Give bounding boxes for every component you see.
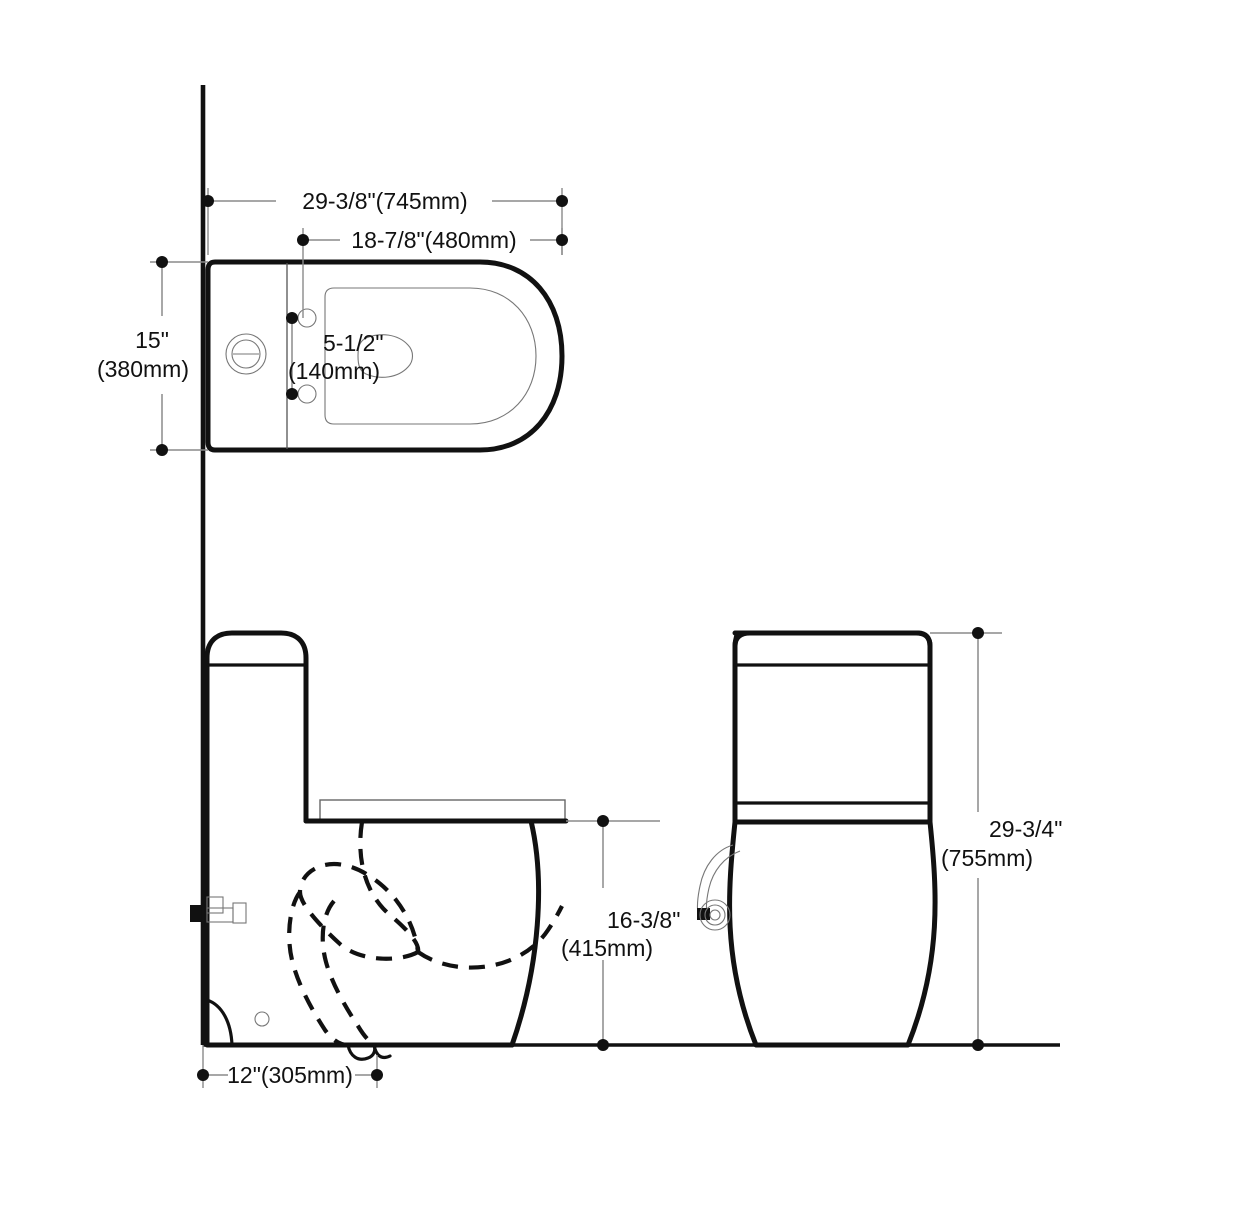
dim-seat-height: 16-3/8" (415mm) [561,815,680,1051]
dim-overall-width-label-line1: 15" [135,327,169,353]
flush-button-icon[interactable] [225,333,267,375]
dim-overall-depth-label: 29-3/8"(745mm) [302,188,467,214]
seat-bolt-hole-icon [297,384,317,404]
dim-overall-width: 15" (380mm) [97,256,208,456]
dim-overall-depth: 29-3/8"(745mm) [202,188,568,255]
dim-overall-height-label-line1: 29-3/4" [989,816,1062,842]
dim-rough-in: 12"(305mm) [197,1045,383,1088]
trapway-hidden-outline [287,821,564,1061]
dim-bolt-spacing-label-line2: (140mm) [288,358,380,384]
dim-bowl-depth-label: 18-7/8"(480mm) [351,227,516,253]
dim-seat-height-label-line1: 16-3/8" [607,907,680,933]
dim-bolt-spacing-label-line1: 5-1/2" [323,330,384,356]
dim-overall-height-label-line2: (755mm) [941,845,1033,871]
water-supply-hose-icon [696,844,741,931]
water-supply-valve-icon [190,896,247,927]
dim-seat-height-label-line2: (415mm) [561,935,653,961]
dim-bolt-spacing: 5-1/2" (140mm) [286,312,384,400]
dim-overall-width-label-line2: (380mm) [97,356,189,382]
dim-overall-height: 29-3/4" (755mm) [930,627,1062,1051]
top-view: 29-3/8"(745mm) 18-7/8"(480mm) 15" (380mm… [97,188,568,456]
seat-bolt-hole-icon [297,308,317,328]
front-view: 29-3/4" (755mm) [696,627,1062,1051]
floor-bolt-cap-icon [254,1011,270,1027]
dim-rough-in-label: 12"(305mm) [227,1062,353,1088]
dim-bowl-depth: 18-7/8"(480mm) [297,227,568,318]
side-view: 16-3/8" (415mm) 12"(305mm) [190,630,680,1088]
